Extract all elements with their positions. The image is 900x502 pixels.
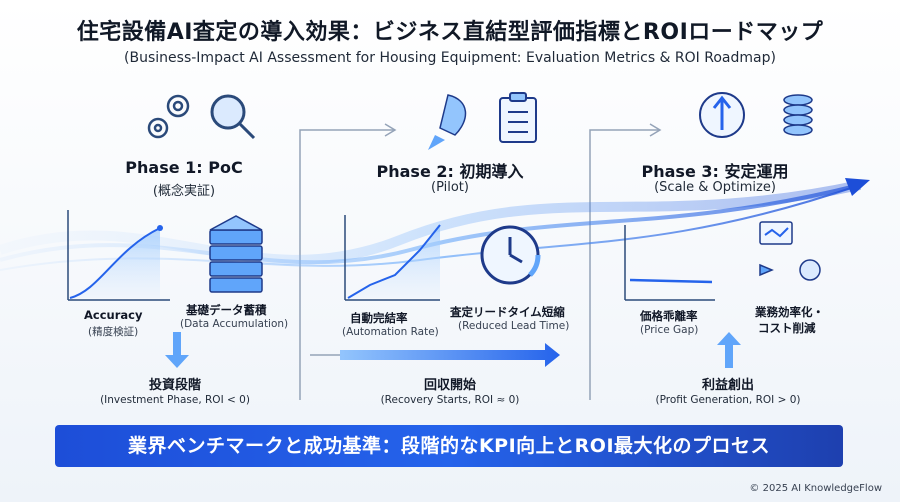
phase-1-title: Phase 1: PoC <box>125 158 243 177</box>
clipboard-icon <box>499 92 537 143</box>
rocket-icon <box>428 94 467 150</box>
gears-icon <box>147 94 190 139</box>
accuracy-label: Accuracy <box>84 308 143 322</box>
data-label: 基礎データ蓄積 <box>186 303 267 317</box>
accuracy-chart <box>67 210 170 301</box>
stage-profit-label: 利益創出 <box>701 378 754 393</box>
workflow-icon <box>759 221 821 281</box>
phase-2-title: Phase 2: 初期導入 <box>376 162 524 181</box>
pricegap-label: 価格乖離率 <box>640 309 698 323</box>
efficiency-label-2: コスト削減 <box>758 321 816 335</box>
magnifier-icon <box>210 94 256 140</box>
coins-icon <box>783 94 813 136</box>
data-sub: (Data Accumulation) <box>180 318 289 330</box>
phase-3-title: Phase 3: 安定運用 <box>641 162 789 181</box>
price-gap-chart <box>624 225 715 301</box>
benchmark-banner: 業界ベンチマークと成功基準：段階的なKPI向上とROI最大化のプロセス <box>55 425 843 467</box>
phase-1-sub: (概念実証) <box>152 184 216 199</box>
server-stack-icon <box>209 215 263 293</box>
automation-chart <box>344 215 441 301</box>
automation-label: 自動完結率 <box>350 311 408 325</box>
automation-sub: (Automation Rate) <box>342 326 439 338</box>
stage-recovery-label: 回収開始 <box>423 378 476 393</box>
clock-icon <box>480 225 541 285</box>
phase-3-sub: (Scale & Optimize) <box>654 180 776 195</box>
pricegap-sub: (Price Gap) <box>640 324 699 336</box>
stage-recovery-sub: (Recovery Starts, ROI ≈ 0) <box>380 394 520 406</box>
page-title: 住宅設備AI査定の導入効果：ビジネス直結型評価指標とROIロードマップ <box>76 20 824 45</box>
phase-2-sub: (Pilot) <box>431 180 469 195</box>
copyright: © 2025 AI KnowledgeFlow <box>749 483 882 494</box>
stage-profit-sub: (Profit Generation, ROI > 0) <box>655 394 801 406</box>
leadtime-sub: (Reduced Lead Time) <box>458 320 570 332</box>
accuracy-sub: (精度検証) <box>88 326 139 338</box>
network-icon <box>699 92 745 138</box>
stage-arrows <box>165 332 741 368</box>
stage-investment-sub: (Investment Phase, ROI < 0) <box>100 394 250 406</box>
efficiency-label-1: 業務効率化・ <box>755 305 824 319</box>
stage-investment-label: 投資段階 <box>148 378 201 393</box>
leadtime-label: 査定リードタイム短縮 <box>450 305 565 319</box>
page-subtitle: (Business-Impact AI Assessment for Housi… <box>124 50 776 66</box>
